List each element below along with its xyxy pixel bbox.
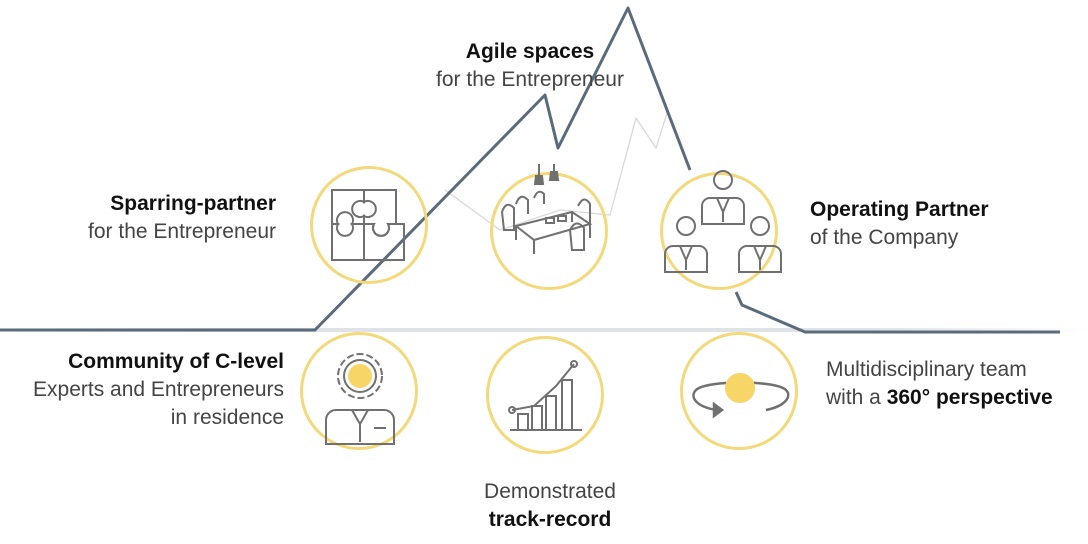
community-title: Community of C-level (68, 350, 284, 373)
operating-title: Operating Partner (810, 198, 989, 221)
operating-subtitle: of the Company (810, 226, 959, 249)
multi-label: Multidisciplinary team with a 360° persp… (826, 356, 1086, 412)
executive-gear-icon (325, 353, 395, 445)
puzzle-icon (331, 189, 405, 261)
multi-line1: Multidisciplinary team (826, 358, 1027, 381)
community-line2: in residence (170, 406, 284, 429)
sparring-title: Sparring-partner (110, 192, 276, 215)
meeting-room-icon (500, 164, 593, 254)
mountain-ridge-line (0, 6, 692, 332)
team-icon (664, 170, 782, 273)
horizon-line (0, 328, 1088, 332)
community-line1: Experts and Entrepreneurs (33, 378, 284, 401)
operating-circle (660, 172, 778, 290)
mountain-ridge-line-right (734, 291, 1060, 334)
track-title: track-record (488, 508, 612, 531)
agile-circle (490, 172, 608, 290)
growth-chart-icon (508, 360, 582, 431)
track-circle (486, 336, 604, 454)
track-line1: Demonstrated (484, 480, 616, 503)
agile-subtitle: for the Entrepreneur (436, 68, 624, 91)
multi-circle (680, 332, 798, 450)
multi-line2-bold: 360° perspective (886, 386, 1053, 409)
sparring-circle (310, 166, 428, 284)
track-label: Demonstrated track-record (430, 478, 670, 534)
community-label: Community of C-level Experts and Entrepr… (0, 348, 284, 432)
rotation-360-icon (692, 373, 790, 419)
agile-label: Agile spaces for the Entrepreneur (400, 38, 660, 94)
operating-label: Operating Partner of the Company (810, 196, 1080, 252)
multi-line2-prefix: with a (826, 386, 887, 409)
sparring-label: Sparring-partner for the Entrepreneur (20, 190, 276, 246)
community-circle (300, 332, 418, 450)
sparring-subtitle: for the Entrepreneur (88, 220, 276, 243)
agile-title: Agile spaces (465, 40, 595, 63)
